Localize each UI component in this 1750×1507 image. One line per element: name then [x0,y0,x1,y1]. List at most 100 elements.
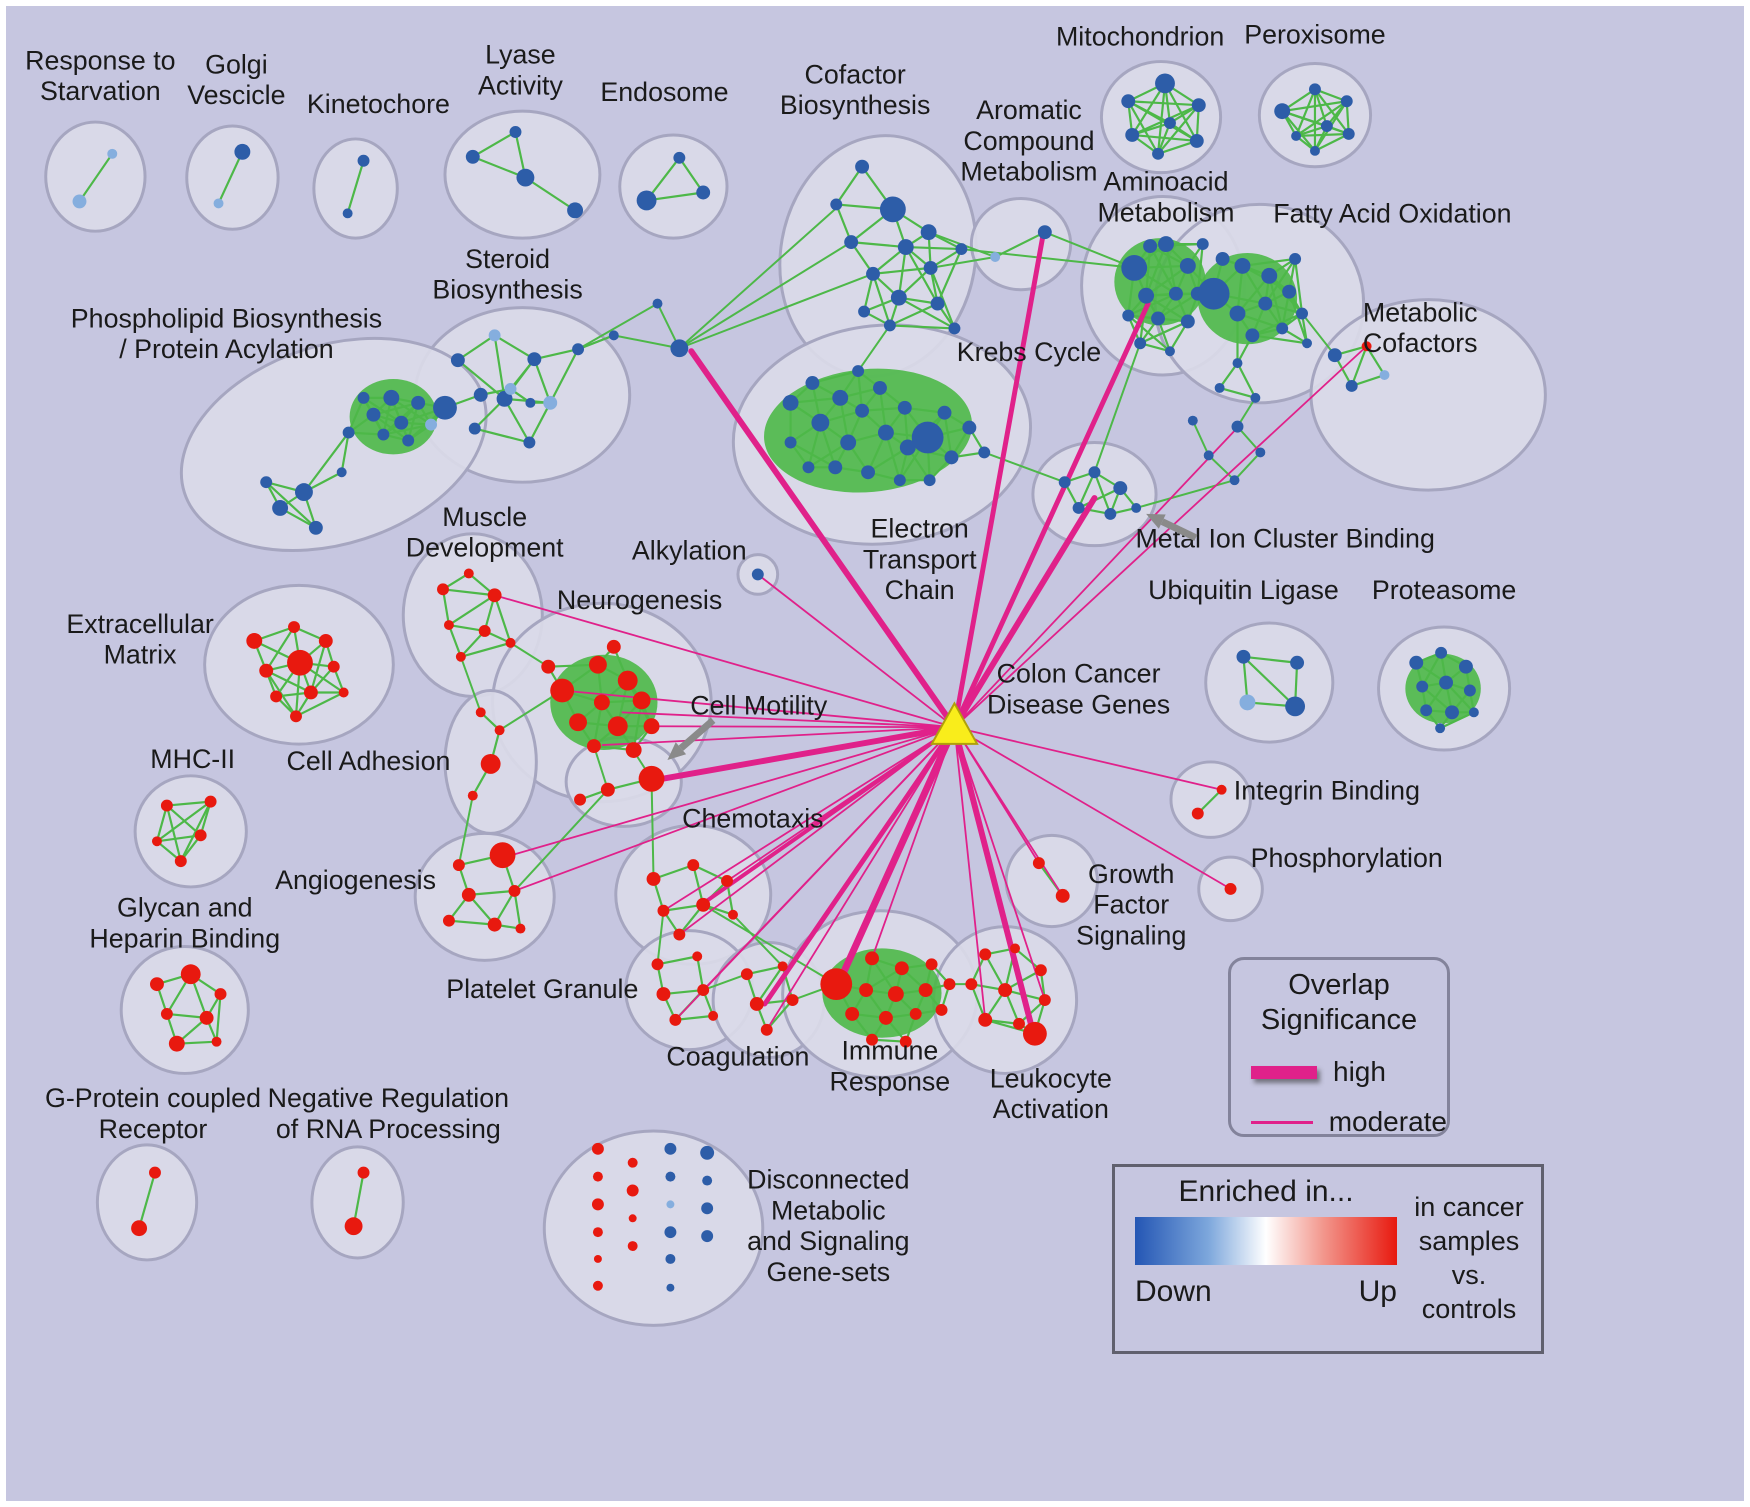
gene-set-edge [362,396,402,424]
gene-set-edge [1421,652,1443,688]
overlap-edge-moderate [726,726,955,882]
high-overlap-label: high [1333,1056,1386,1087]
gene-set-edge [138,1172,157,1229]
gene-set-edge [1268,275,1284,329]
overlap-edge-high [653,724,958,783]
gene-set-node [592,1171,603,1182]
gene-set-node [1138,287,1155,304]
gene-set-node [749,997,764,1011]
gene-set-edge [675,1014,714,1021]
angiogenesis-label: Angiogenesis [275,865,436,895]
gene-set-edge [265,626,295,672]
overlap-legend-title-line1: Overlap [1288,969,1390,1001]
gene-set-node [1037,225,1052,240]
gene-set-edge [812,370,859,385]
gene-set-node [1197,277,1230,310]
gene-set-node [782,394,799,411]
gene-set-node [463,568,474,579]
gene-set-edge [1236,362,1257,399]
gene-set-node [270,690,283,703]
inter-cluster-edge [1233,451,1262,481]
peroxisome-label: Peroxisome [1244,20,1385,50]
gene-set-node [897,400,912,415]
gene-set-node [696,897,711,912]
gene-set-node [1232,358,1243,369]
gene-set-node [1187,415,1198,426]
gene-set-edge [1077,471,1096,509]
glycan-heparin-binding-cluster-ellipse [119,944,250,1075]
gene-set-node [1435,646,1448,659]
gene-set-edge [1242,655,1296,708]
gene-set-node [1168,286,1183,301]
proteasome-label: Proteasome [1372,575,1516,605]
gene-set-node [160,1007,173,1020]
gene-set-node [394,415,409,430]
gene-set-node [911,421,944,454]
mitochondrion-label: Mitochondrion [1056,22,1224,52]
gene-set-node [509,126,522,138]
gene-set-node [1088,466,1101,479]
gene-set-node [567,202,584,219]
gene-set-node [627,1241,638,1252]
gene-set-edge [493,594,512,644]
gene-set-node [1445,705,1459,720]
gene-set-node [574,793,586,806]
gene-set-edge [373,401,419,416]
gene-set-node [865,951,879,966]
gene-set-edge [577,334,615,351]
gene-set-edge [165,805,182,862]
overlap-edge-moderate [953,427,1239,728]
gene-set-edge [1236,275,1271,315]
enrichment-gradient-bar [1135,1217,1397,1265]
gene-set-node [1058,476,1071,489]
colon-cancer-hub-triangle [930,701,979,745]
gene-set-node [820,968,853,1001]
gene-set-node [866,266,880,281]
inter-cluster-edge [577,302,658,351]
gene-set-node [607,716,628,737]
gene-set-edge [346,160,365,214]
gene-set-edge [851,241,906,249]
gene-set-edge [448,594,496,626]
gene-set-node [990,252,1001,262]
overlap-edge-moderate [504,726,955,859]
gene-set-node [923,260,938,275]
gene-set-node [1439,675,1454,690]
gene-set-edge [1365,345,1386,376]
alkylation-label: Alkylation [632,536,747,566]
gene-set-node [625,742,642,758]
gene-set-node [899,1035,912,1048]
overlap-edge-high [951,233,1046,730]
inter-cluster-edge [656,910,665,965]
gene-set-node [1032,857,1045,870]
gene-set-node [652,298,663,309]
gene-set-node [1340,95,1353,108]
gene-set-edge [871,273,891,326]
gene-set-node [1255,447,1266,458]
gene-set-node [877,424,894,441]
gene-set-node [1282,284,1297,299]
gene-set-node [508,884,521,897]
gene-set-node [1121,255,1148,281]
mhc-ii-cluster-ellipse [133,774,248,889]
gene-set-node [303,685,318,700]
gene-set-node [586,739,601,754]
gene-set-node [1121,94,1136,109]
gene-set-node [1152,147,1165,160]
gene-set-edge [503,398,531,444]
overlap-edge-high [951,724,1036,1035]
gene-set-node [357,1166,370,1179]
gene-set-node [107,148,118,159]
gene-set-node [666,1283,675,1292]
gene-set-edge [889,302,939,327]
gene-set-node [893,474,906,487]
gene-set-node [516,168,535,187]
gene-set-node [955,243,968,256]
gene-set-node [1158,236,1174,253]
angiogenesis-cluster-ellipse [413,831,556,962]
gene-set-node [1191,98,1206,113]
gene-set-node [1104,507,1117,520]
gene-set-node [1361,341,1372,352]
gene-set-edge [1219,386,1256,399]
